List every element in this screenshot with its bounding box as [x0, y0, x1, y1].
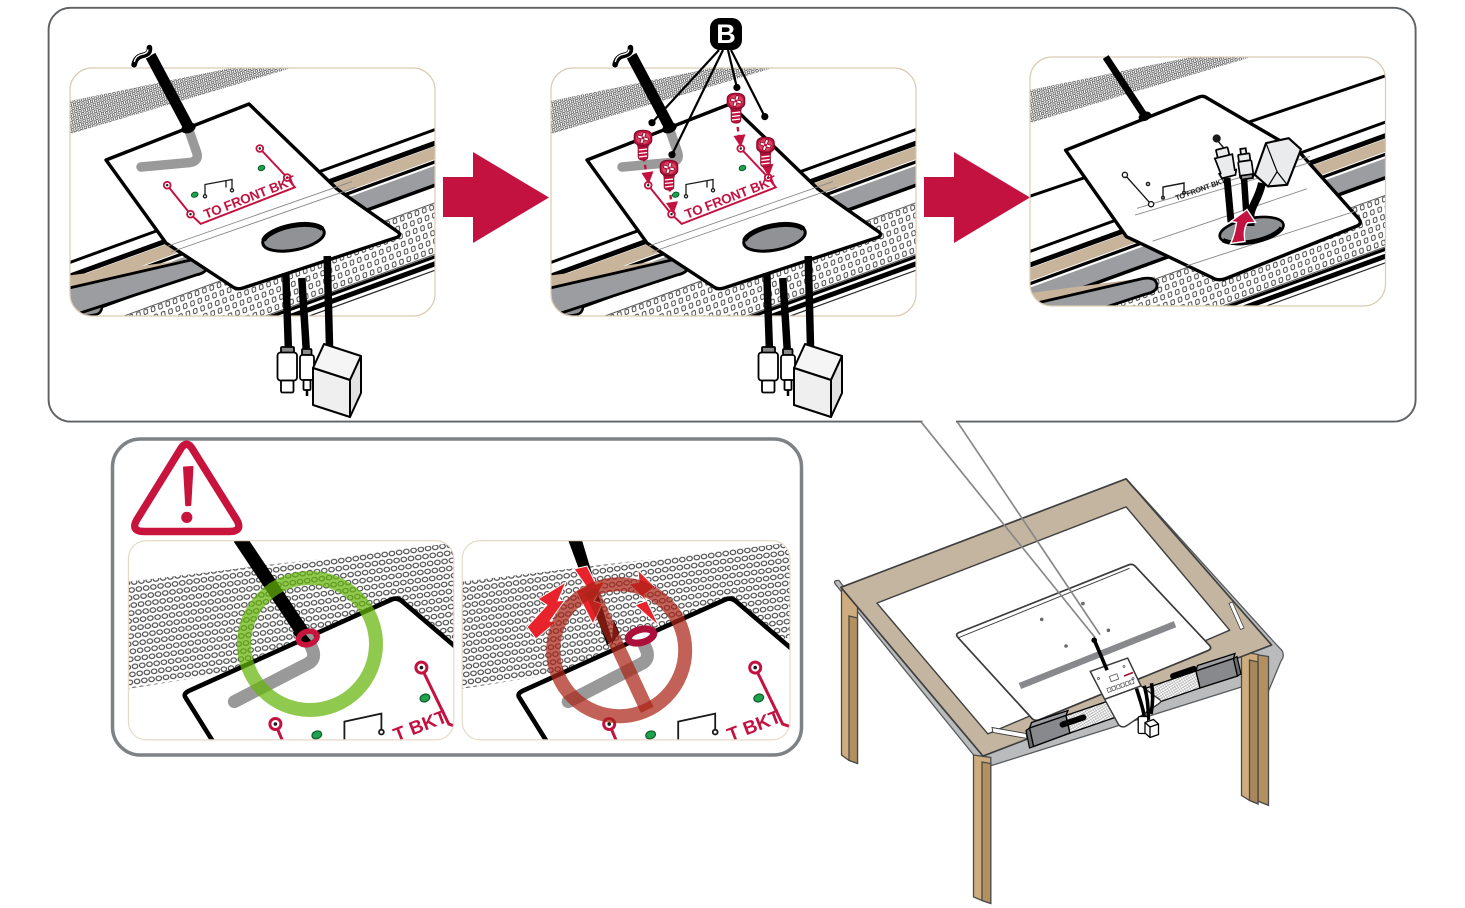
svg-text:B: B: [716, 19, 736, 49]
